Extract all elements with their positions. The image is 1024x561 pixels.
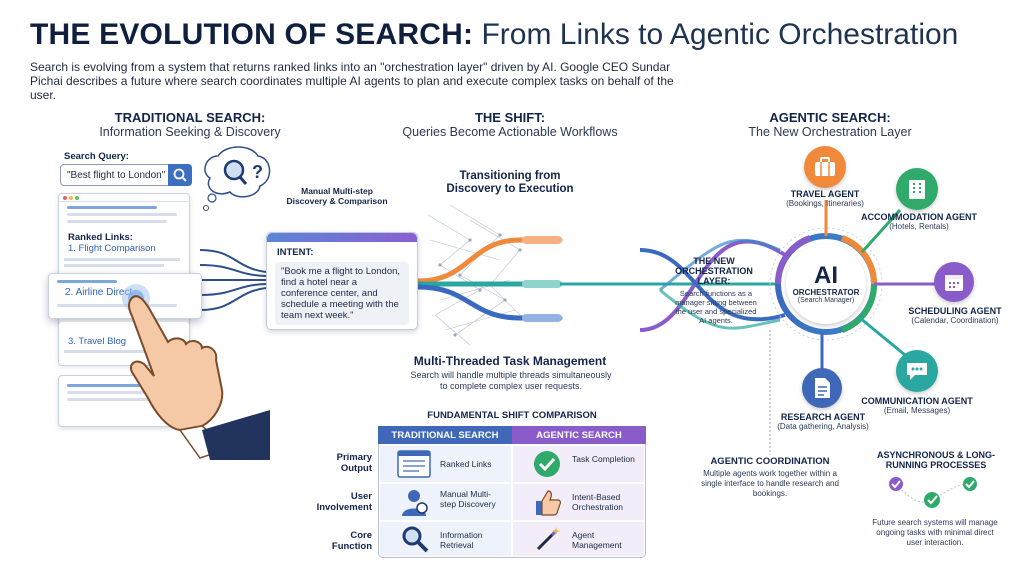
magic-wand-icon: [536, 527, 560, 551]
scheduling-agent-node: [934, 262, 974, 302]
search-button[interactable]: [168, 164, 192, 186]
link-airline-direct[interactable]: 2. Airline Direct: [65, 287, 133, 298]
manual-discovery-note: Manual Multi-step Discovery & Comparison: [286, 186, 388, 206]
communication-agent-name: COMMUNICATION AGENT: [861, 396, 973, 406]
multi-thread-desc: Search will handle multiple threads simu…: [410, 370, 612, 391]
communication-agent-sub: (Email, Messages): [883, 406, 951, 415]
research-agent-node: [802, 368, 842, 408]
table-cell: [380, 484, 511, 520]
orchestrator-label: ORCHESTRATOR: [792, 288, 860, 297]
research-agent-sub: (Data gathering, Analysis): [777, 422, 869, 431]
user-icon: [402, 490, 428, 516]
accommodation-agent-sub: (Hotels, Rentals): [889, 222, 949, 231]
orchestrator-sub: (Search Manager): [797, 297, 855, 304]
pointing-hand-icon: [122, 284, 270, 460]
agentic-subheading: The New Orchestration Layer: [748, 125, 912, 139]
accommodation-agent-node: [896, 168, 938, 210]
search-icon: [173, 168, 187, 182]
cell-agent-management: Agent Management: [572, 530, 622, 550]
intent-text: "Book me a flight to London, find a hote…: [275, 262, 409, 325]
shift-heading: THE SHIFT:: [474, 110, 546, 125]
hotel-building-icon: [909, 180, 925, 199]
table-cell: [513, 484, 644, 520]
scheduling-agent-sub: (Calendar, Coordination): [911, 316, 999, 325]
async-progress-icons: [889, 477, 977, 508]
checkmark-icon: [534, 451, 560, 477]
question-thought-bubble-icon: ?: [203, 146, 271, 211]
col-traditional-header: TRADITIONAL SEARCH: [378, 426, 512, 444]
page-title: THE EVOLUTION OF SEARCH: From Links to A…: [30, 18, 958, 52]
cell-task-completion: Task Completion: [572, 454, 635, 464]
travel-agent-name: TRAVEL AGENT: [790, 189, 860, 199]
traditional-heading: TRADITIONAL SEARCH:: [114, 110, 266, 125]
travel-agent-sub: (Bookings, Itineraries): [786, 199, 864, 208]
transition-label: Transitioning from Discovery to Executio…: [446, 170, 574, 195]
coordination-title: AGENTIC COORDINATION: [710, 456, 830, 467]
async-desc: Future search systems will manage ongoin…: [872, 518, 998, 547]
table-cell: [380, 522, 511, 556]
async-title: ASYNCHRONOUS & LONG-RUNNING PROCESSES: [876, 450, 995, 470]
ranked-links-label: Ranked Links:: [68, 232, 133, 243]
row-label-core-function: Core Function: [331, 530, 372, 552]
table-cell: [513, 522, 644, 556]
orchestration-layer-title: THE NEW ORCHESTRATION LAYER:: [675, 256, 753, 286]
scheduling-agent-name: SCHEDULING AGENT: [908, 306, 1002, 316]
research-agent-name: RESEARCH AGENT: [780, 412, 866, 422]
communication-agent-node: [896, 350, 938, 392]
suitcase-icon: [815, 157, 835, 176]
comparison-title: FUNDAMENTAL SHIFT COMPARISON: [427, 410, 597, 421]
accommodation-agent-name: ACCOMMODATION AGENT: [861, 212, 977, 222]
cell-ranked-links: Ranked Links: [440, 459, 492, 469]
travel-agent-node: [804, 146, 846, 188]
col-agentic-header: AGENTIC SEARCH: [512, 426, 646, 444]
link-travel-blog[interactable]: 3. Travel Blog: [68, 336, 127, 347]
coordination-desc: Multiple agents work together within a s…: [701, 469, 839, 498]
intent-card: INTENT: "Book me a flight to London, fin…: [266, 232, 418, 330]
magnifier-icon: [402, 526, 429, 553]
row-label-user-involvement: User Involvement: [316, 491, 372, 513]
search-query-label: Search Query:: [64, 151, 129, 162]
shift-subheading: Queries Become Actionable Workflows: [402, 125, 618, 139]
ranked-list-icon: [397, 450, 431, 478]
multi-thread-title: Multi-Threaded Task Management: [413, 354, 607, 368]
intent-label: INTENT:: [277, 247, 314, 258]
traditional-subheading: Information Seeking & Discovery: [99, 125, 281, 139]
row-label-primary-output: Primary Output: [336, 452, 372, 474]
search-query-input[interactable]: "Best flight to London": [60, 164, 192, 186]
chat-bubble-icon: [907, 363, 927, 380]
calendar-icon: [945, 275, 963, 291]
cell-manual-discovery: Manual Multi-step Discovery: [440, 489, 496, 509]
svg-text:?: ?: [252, 162, 263, 182]
title-light: From Links to Agentic Orchestration: [481, 18, 959, 51]
title-bold: THE EVOLUTION OF SEARCH:: [30, 18, 474, 51]
agentic-heading: AGENTIC SEARCH:: [769, 110, 891, 125]
link-flight-comparison[interactable]: 1. Flight Comparison: [68, 243, 156, 254]
orchestrator-big: AI: [814, 262, 838, 289]
intro-text: Search is evolving from a system that re…: [30, 60, 674, 102]
document-icon: [815, 378, 830, 398]
orchestration-layer-desc: Search functions as a manager sitting be…: [675, 289, 757, 325]
cell-information-retrieval: Information Retrieval: [440, 530, 483, 550]
ai-orchestrator: AI ORCHESTRATOR (Search Manager): [786, 244, 866, 324]
thumbs-up-icon: [536, 490, 561, 516]
cell-intent-orchestration: Intent-Based Orchestration: [572, 492, 624, 512]
